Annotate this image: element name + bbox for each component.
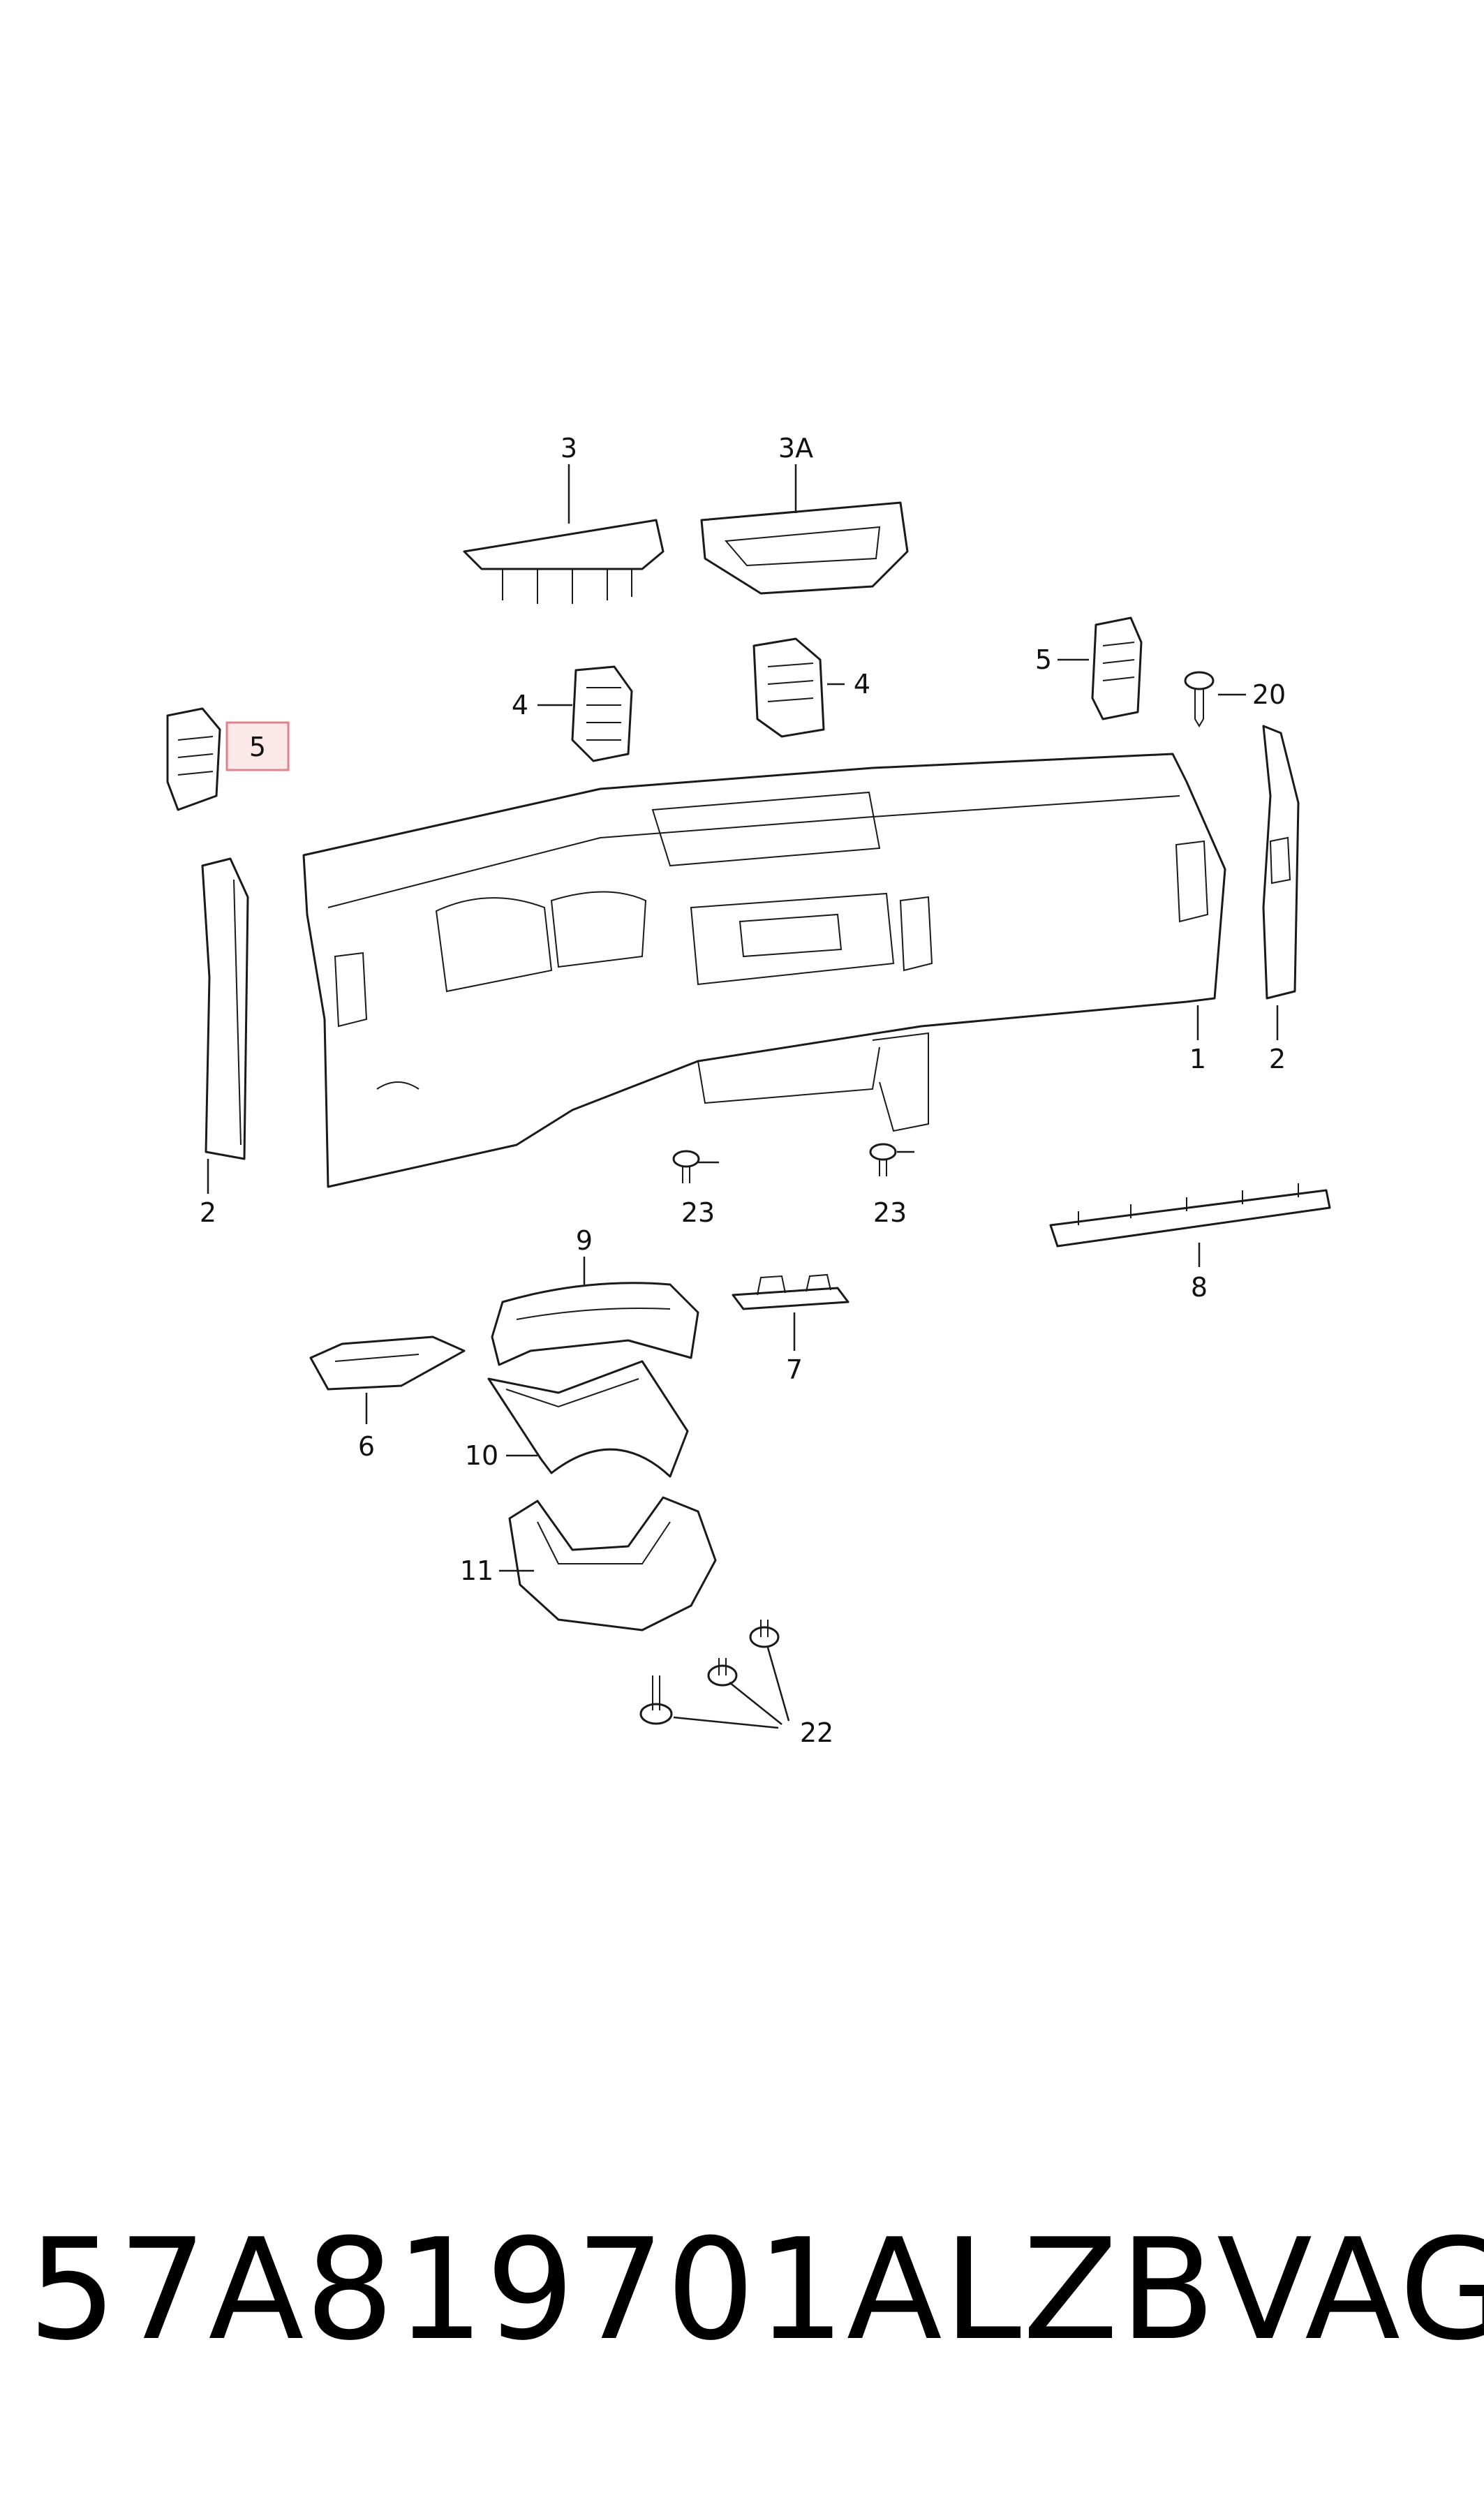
highlight-box xyxy=(225,721,290,771)
part-8-trim-strip xyxy=(1049,1183,1331,1248)
callout-23-right: 23 xyxy=(873,1197,907,1228)
callout-4-left: 4 xyxy=(512,690,528,720)
callout-9: 9 xyxy=(576,1225,593,1256)
part-2-left-side-panel xyxy=(201,857,249,1160)
part-23-screw-right xyxy=(869,1143,897,1176)
callout-8: 8 xyxy=(1191,1272,1208,1303)
callout-2-left: 2 xyxy=(200,1197,216,1228)
callout-6: 6 xyxy=(358,1431,375,1462)
part-10-column-cover-upper xyxy=(487,1360,689,1478)
part-5-left-vent xyxy=(166,707,221,811)
part-number: 57A819701ALZB xyxy=(28,2208,1217,2371)
callout-3a: 3A xyxy=(778,433,813,464)
part-7-clip xyxy=(732,1273,849,1310)
part-2-right-side-panel xyxy=(1262,725,1300,1000)
callout-5-left: 5 xyxy=(249,732,266,762)
callout-10: 10 xyxy=(465,1440,498,1471)
callout-1: 1 xyxy=(1189,1044,1206,1074)
callout-23-left: 23 xyxy=(681,1197,715,1228)
callout-2-right: 2 xyxy=(1269,1044,1286,1074)
part-4-left-vent xyxy=(571,665,633,762)
brand: VAG xyxy=(1217,2208,1484,2371)
part-1-dashboard xyxy=(302,753,1226,1188)
part-9-cover xyxy=(491,1282,699,1366)
part-20-screw xyxy=(1184,671,1215,727)
part-5-right-vent xyxy=(1091,616,1143,720)
callout-11: 11 xyxy=(460,1555,494,1586)
callout-7: 7 xyxy=(786,1354,803,1385)
part-3-vent-cover xyxy=(463,519,665,604)
footer: 57A819701ALZB VAG xyxy=(28,2206,1484,2374)
part-3a-display-housing xyxy=(700,501,909,595)
callout-3: 3 xyxy=(561,433,577,464)
part-6-trim xyxy=(309,1335,466,1391)
part-11-column-cover-lower xyxy=(508,1496,717,1631)
callout-5-right: 5 xyxy=(1035,644,1052,675)
callout-4-mid: 4 xyxy=(854,669,870,700)
callout-20: 20 xyxy=(1252,679,1286,710)
callout-22: 22 xyxy=(800,1717,833,1748)
part-22-screws xyxy=(639,1620,780,1725)
part-23-screw-left xyxy=(672,1150,700,1183)
part-4-center-vent xyxy=(752,637,825,738)
